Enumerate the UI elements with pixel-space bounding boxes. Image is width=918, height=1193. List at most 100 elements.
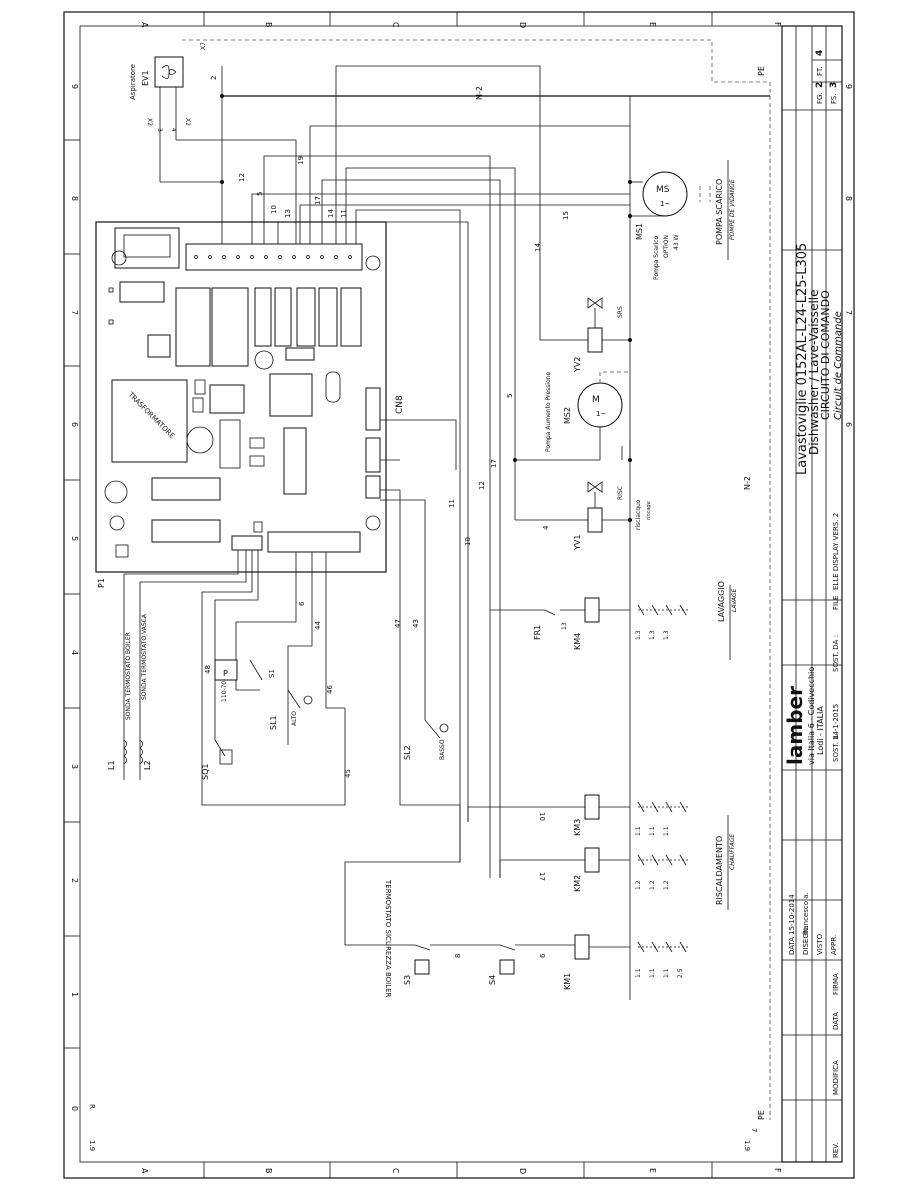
- svg-text:Pompa Scarico: Pompa Scarico: [653, 235, 660, 280]
- row-ticks: [64, 12, 713, 1178]
- row-letters-top: A B C D E F: [140, 22, 782, 28]
- svg-text:MS1: MS1: [635, 223, 644, 240]
- board-tag: P1: [97, 578, 106, 588]
- ft-value: 4: [815, 50, 825, 56]
- rev-label: REV.: [832, 1143, 840, 1158]
- svg-text:D: D: [518, 1168, 527, 1174]
- svg-text:2: 2: [70, 878, 79, 883]
- control-board-p1: TRASFORMATORE CN8 P1: [95, 221, 405, 588]
- disegn-value: francesco a.: [802, 892, 810, 935]
- pe-bus-line: [182, 39, 771, 1120]
- corner-label: 1.9: [743, 1140, 751, 1151]
- pump-ms1: MS 1~ MS1 Pompa Scarico OPTION 43 W 15 P…: [562, 160, 736, 280]
- svg-text:LAVAGGIO: LAVAGGIO: [717, 581, 726, 622]
- section-heating: RISCALDAMENTO CHAUFFAGE: [715, 815, 736, 910]
- svg-text:BASSO: BASSO: [439, 739, 446, 760]
- contacts-km2: [637, 854, 690, 866]
- svg-text:4: 4: [70, 650, 79, 655]
- junction-dots: [220, 180, 632, 522]
- ft-label: FT.: [816, 66, 824, 76]
- fan-ev1: Aspiratore EV1 X7 3 4 X2 X2: [129, 42, 297, 252]
- corner-label: R: [88, 1104, 96, 1109]
- svg-text:3: 3: [70, 764, 79, 769]
- relay-km2: KM2 17: [499, 847, 630, 892]
- file-value: ELLE DISPLAY VERS. 2: [832, 513, 840, 590]
- svg-text:SL2: SL2: [403, 745, 412, 760]
- data-value: 15-10-2014: [788, 894, 796, 935]
- svg-text:5: 5: [256, 192, 264, 196]
- sost-il-value: 14-1-2015: [832, 704, 840, 740]
- svg-text:S1: S1: [268, 669, 276, 678]
- junction-dot: [220, 94, 224, 98]
- drawing-title: CIRCUITO DI COMANDO: [819, 290, 832, 420]
- fs-label: FS.: [830, 93, 838, 104]
- corner-label: 1.9: [88, 1140, 96, 1151]
- modifica-label: MODIFICA: [832, 1060, 840, 1095]
- appr-label: APPR.: [830, 935, 838, 955]
- svg-text:TERMOSTATO SICUREZZA BOILER: TERMOSTATO SICUREZZA BOILER: [384, 879, 392, 998]
- svg-text:0: 0: [70, 1106, 79, 1111]
- svg-text:A: A: [140, 1168, 149, 1174]
- switch-sq1: SQ1: [201, 739, 233, 780]
- svg-text:SRS: SRS: [617, 306, 624, 318]
- svg-text:L2: L2: [143, 760, 152, 770]
- fan-pin-3: 3: [156, 128, 163, 132]
- svg-text:E: E: [648, 22, 657, 27]
- wire-bundle-top: [251, 65, 630, 878]
- svg-text:M: M: [592, 395, 600, 405]
- product-line-1: Lavastoviglie 0152AL-L24-L25-L305: [795, 243, 810, 475]
- svg-text:KM2: KM2: [573, 875, 582, 892]
- svg-text:6: 6: [539, 953, 547, 958]
- svg-text:KM4: KM4: [573, 633, 582, 650]
- svg-text:6: 6: [70, 422, 79, 427]
- svg-text:47: 47: [394, 619, 402, 628]
- svg-text:43: 43: [412, 619, 420, 628]
- svg-text:13: 13: [284, 209, 292, 218]
- svg-text:4: 4: [542, 525, 550, 530]
- fan-tag: EV1: [141, 70, 150, 86]
- column-numbers-right: 9 8 7 6: [844, 84, 853, 427]
- svg-text:YV1: YV1: [573, 535, 582, 551]
- relay-km4: KM4 FR1 13: [490, 597, 630, 650]
- svg-text:1.2: 1.2: [649, 880, 656, 890]
- level-switch-sl1: SL1 ALTO: [269, 689, 313, 730]
- fan-x7: X7: [200, 42, 207, 50]
- wire-labels-lower: 6 44 46 47 43 45 11 10 12 17 5 14: [298, 243, 542, 778]
- fan-pin-4: 4: [170, 128, 177, 132]
- svg-text:17: 17: [490, 459, 498, 468]
- svg-text:risciacquo: risciacquo: [635, 499, 642, 530]
- svg-text:S4: S4: [488, 975, 497, 985]
- visto-label: VISTO: [816, 933, 824, 955]
- drawing-subtitle: Circuit de Commande: [833, 311, 844, 420]
- fan-label: Aspiratore: [129, 64, 137, 100]
- wire-ids-top: 12 5 10 13 19 17 14 11: [238, 156, 348, 218]
- svg-text:FR1: FR1: [533, 625, 542, 640]
- fg-value: 2: [815, 82, 825, 88]
- svg-text:14: 14: [534, 243, 542, 252]
- svg-text:C: C: [391, 22, 400, 28]
- contact-ratings: 1.3 1.3 1.3 1.1 1.1 1.1 1.2 1.2 1.2 1.1 …: [635, 630, 684, 978]
- safety-thermostats: S3 S4 8 6 TERMOSTATO SICUREZZA BOILER: [384, 879, 575, 998]
- column-numbers-left: 9 8 7 6 5 4 3 2 1 0: [70, 84, 79, 1111]
- svg-text:YV2: YV2: [573, 357, 582, 373]
- svg-text:1.2: 1.2: [635, 880, 642, 890]
- svg-text:8: 8: [844, 196, 853, 201]
- svg-text:10: 10: [270, 205, 278, 214]
- relay-km1: KM1: [563, 934, 630, 990]
- svg-text:6: 6: [844, 422, 853, 427]
- svg-text:17: 17: [538, 872, 546, 881]
- svg-text:14: 14: [327, 209, 335, 218]
- svg-text:19: 19: [297, 156, 305, 165]
- data-label: DATA: [788, 937, 796, 955]
- svg-text:17: 17: [314, 196, 322, 205]
- svg-text:MS: MS: [656, 185, 670, 195]
- svg-text:15: 15: [562, 211, 570, 220]
- sost-da-label: SOST. DA :: [832, 635, 840, 672]
- svg-text:7: 7: [70, 310, 79, 315]
- svg-text:8: 8: [70, 196, 79, 201]
- data-column-label: DATA: [832, 1012, 840, 1030]
- n2-label-top: N-2: [475, 86, 484, 100]
- svg-text:1.2: 1.2: [663, 880, 670, 890]
